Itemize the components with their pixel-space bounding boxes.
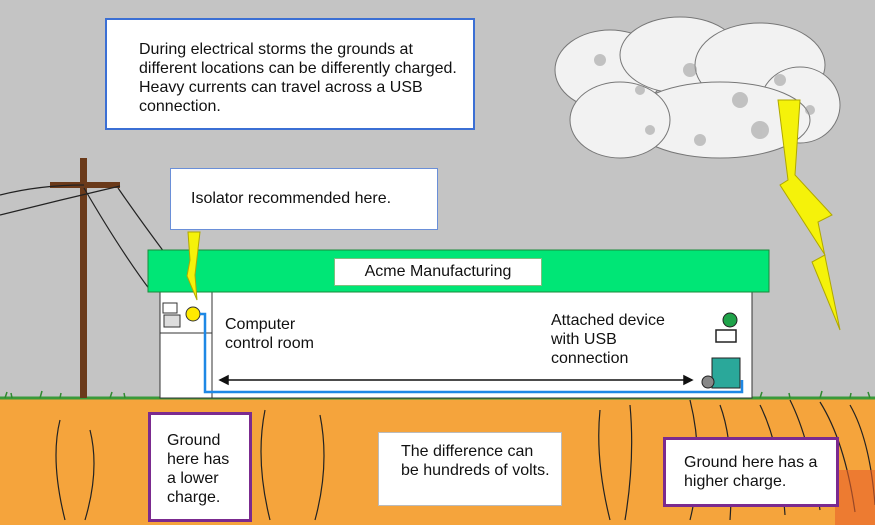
ground-hot-patch xyxy=(835,470,875,525)
difference-text: The difference can be hundreds of volts. xyxy=(401,443,550,479)
control-room-label: Computer control room xyxy=(225,316,314,352)
spark-icon xyxy=(186,231,201,301)
storm-note-text: During electrical storms the grounds at … xyxy=(139,41,457,115)
distance-arrow xyxy=(218,374,694,386)
usb-device-icon xyxy=(701,312,741,389)
device-label: Attached device with USB connection xyxy=(551,312,665,367)
lower-ground-callout: Ground here has a lower charge. xyxy=(148,412,252,522)
storm-note-callout: During electrical storms the grounds at … xyxy=(105,18,475,130)
lightning-bolt-icon xyxy=(777,99,841,331)
higher-ground-callout: Ground here has a higher charge. xyxy=(663,437,839,507)
utility-pole xyxy=(0,158,171,398)
difference-callout: The difference can be hundreds of volts. xyxy=(378,432,562,506)
isolator-callout: Isolator recommended here. xyxy=(170,168,438,230)
isolator-text: Isolator recommended here. xyxy=(191,190,392,207)
lower-ground-text: Ground here has a lower charge. xyxy=(167,432,230,506)
usb-cable xyxy=(200,312,744,394)
cloud-texture xyxy=(594,54,815,146)
higher-ground-text: Ground here has a higher charge. xyxy=(684,454,818,490)
company-sign: Acme Manufacturing xyxy=(334,258,542,286)
grass-tufts xyxy=(4,390,871,399)
